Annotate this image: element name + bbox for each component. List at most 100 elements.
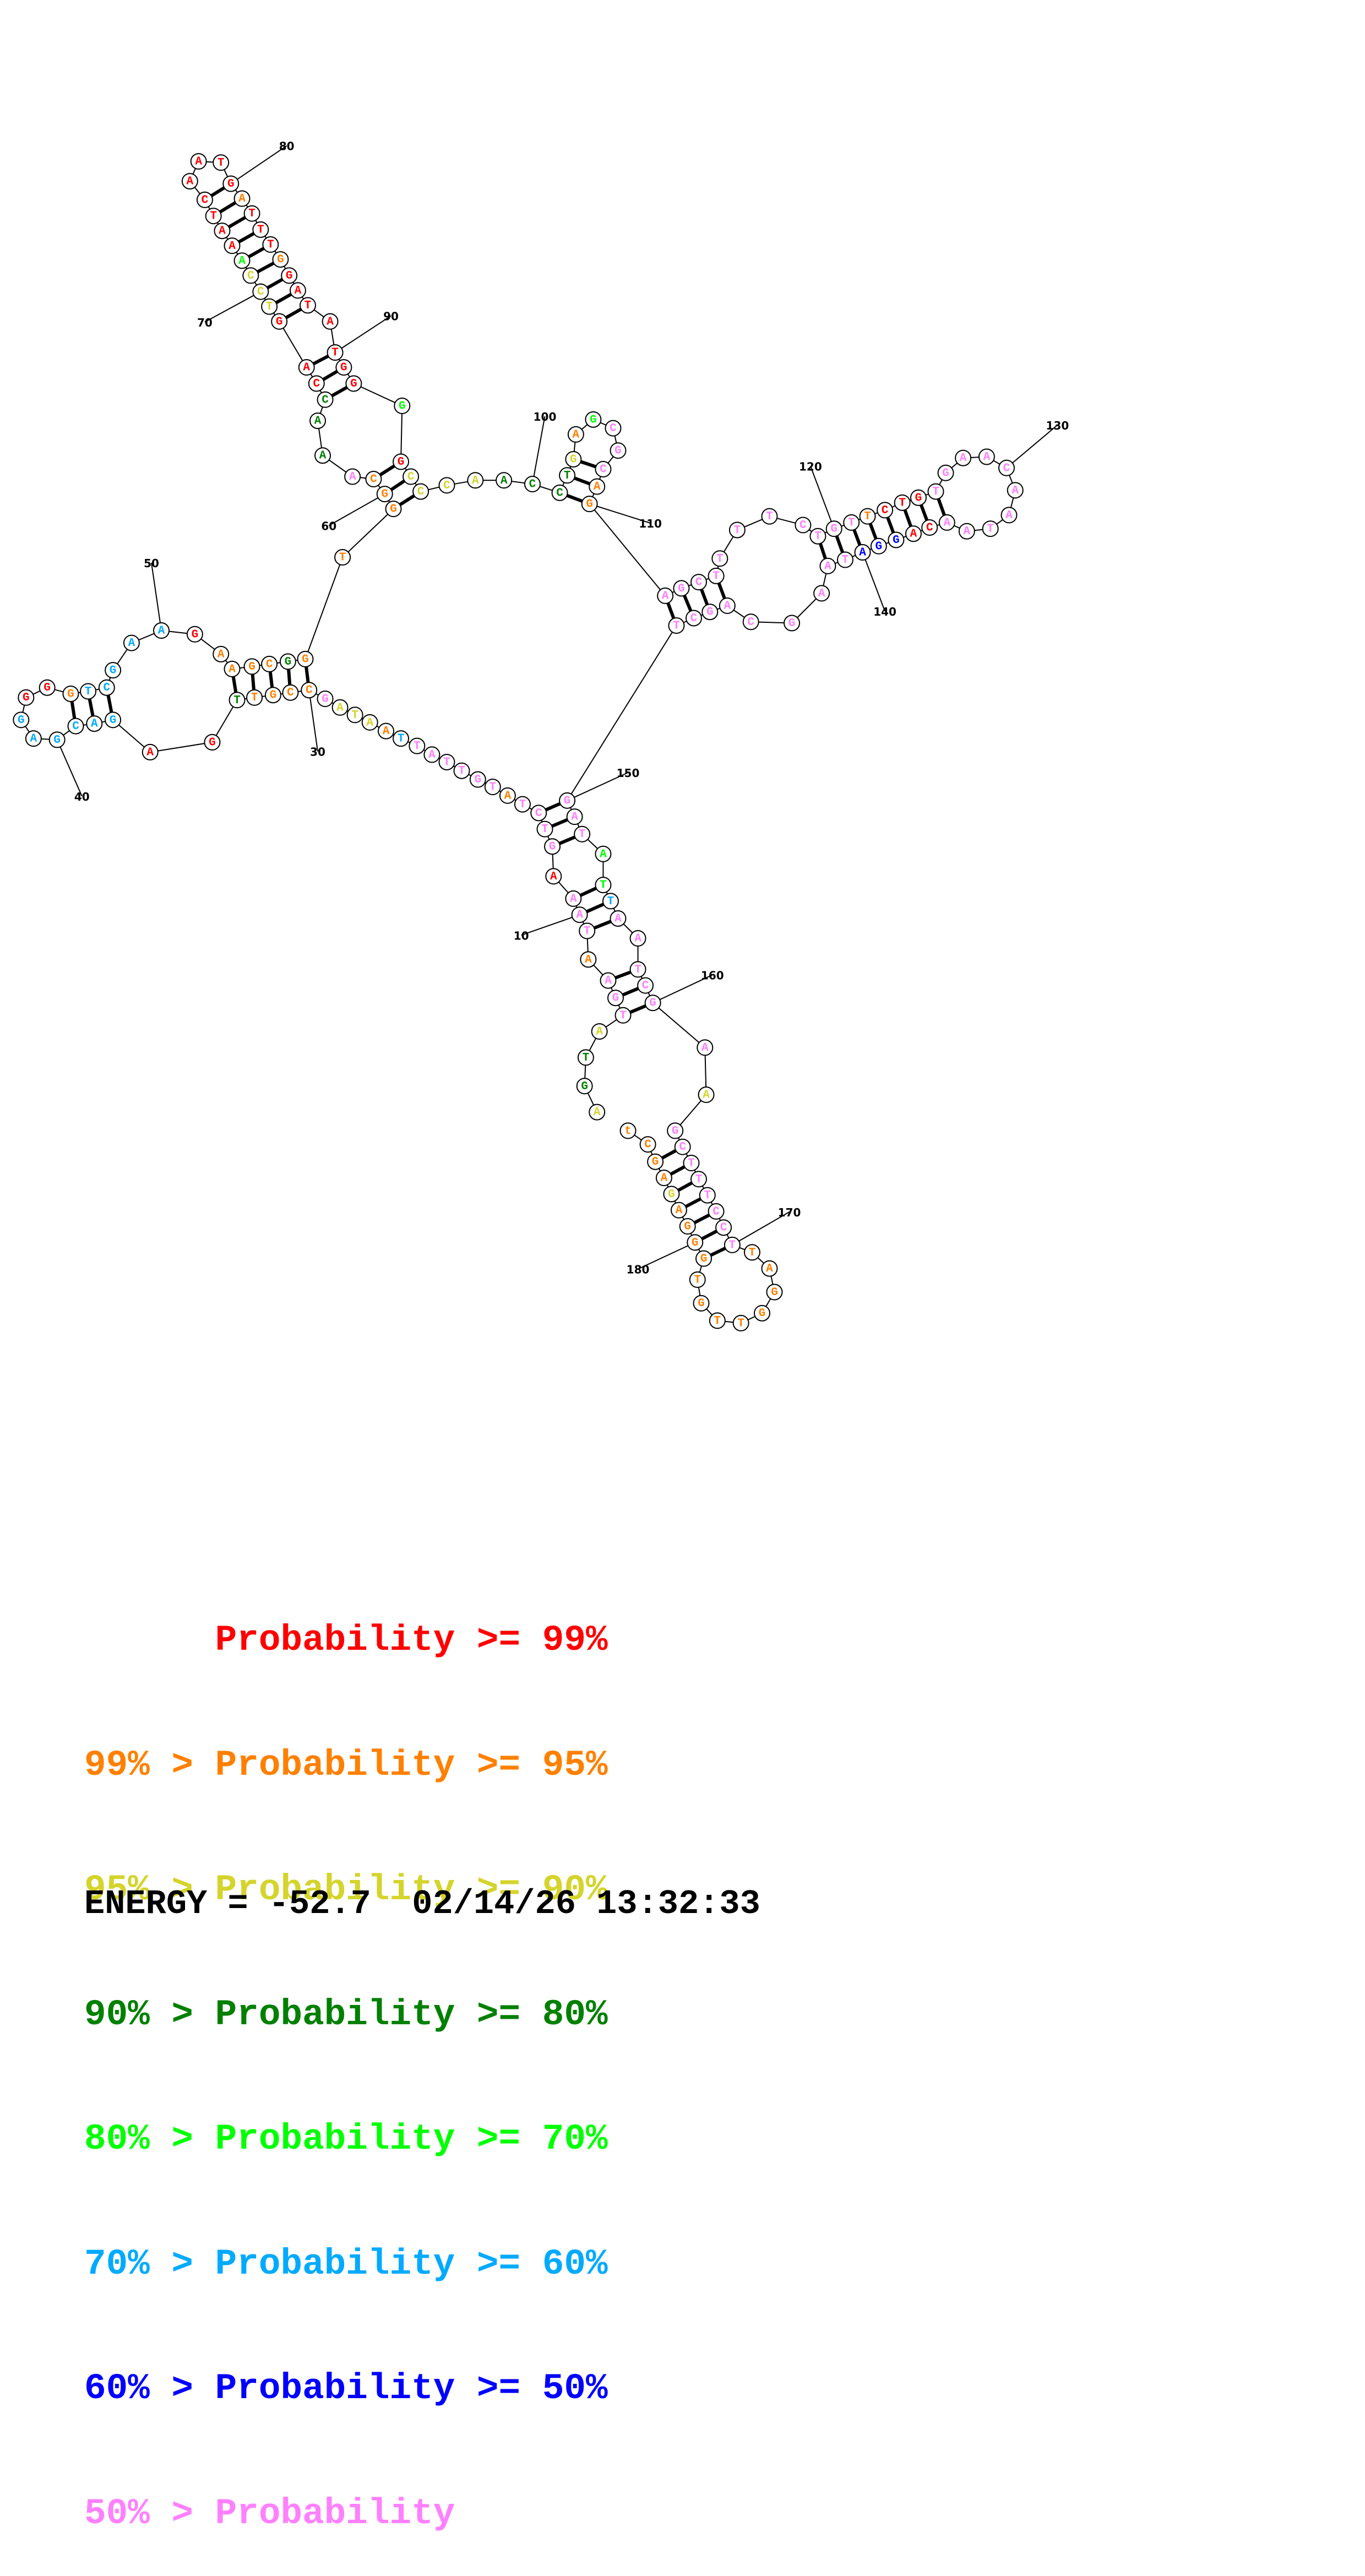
nucleotide-letter: G: [276, 316, 283, 328]
nucleotide-145: C: [742, 613, 759, 631]
nucleotide-circle: [742, 613, 759, 631]
nucleotide-letter: T: [694, 1274, 701, 1286]
position-label-leader: [328, 493, 385, 526]
nucleotide-58: T: [334, 549, 351, 566]
nucleotide-151: A: [566, 808, 583, 825]
nucleotide-letter: T: [695, 1173, 703, 1186]
nucleotide-letter: G: [700, 1253, 708, 1265]
nucleotide-circle: [938, 514, 955, 531]
nucleotide-65: C: [317, 391, 334, 408]
nucleotide-circle: [595, 461, 612, 478]
nucleotide-letter: T: [737, 1317, 744, 1330]
nucleotide-76: C: [196, 191, 213, 208]
nucleotide-circle: [695, 1250, 713, 1267]
nucleotide-letter: A: [303, 362, 310, 374]
nucleotide-5: T: [614, 1007, 632, 1024]
nucleotide-circle: [438, 753, 455, 770]
nucleotide-143: A: [813, 585, 830, 602]
nucleotide-14: T: [536, 820, 553, 838]
nucleotide-20: T: [453, 762, 470, 779]
nucleotide-42: G: [13, 711, 30, 729]
nucleotide-letter: T: [267, 239, 274, 252]
nucleotide-circle: [567, 426, 584, 443]
nucleotide-circle: [327, 344, 344, 361]
nucleotide-letter: T: [688, 1157, 695, 1170]
nucleotide-letter: A: [550, 871, 557, 883]
nucleotide-176: T: [709, 1312, 726, 1329]
backbone-segment: [589, 503, 666, 596]
nucleotide-16: T: [514, 796, 531, 813]
nucleotide-circle: [365, 471, 382, 488]
backbone-segment: [353, 383, 403, 406]
nucleotide-122: T: [859, 508, 876, 525]
nucleotide-circle: [1000, 507, 1018, 524]
nucleotide-185: G: [647, 1153, 664, 1170]
nucleotide-circle: [544, 838, 561, 855]
nucleotide-27: T: [346, 707, 363, 724]
nucleotide-135: A: [938, 514, 955, 531]
nucleotide-letter: G: [830, 523, 838, 536]
nucleotide-letter: T: [899, 497, 906, 509]
nucleotide-letter: T: [766, 510, 773, 523]
nucleotide-letter: A: [703, 1089, 710, 1102]
position-label-leader: [589, 503, 651, 524]
nucleotide-circle: [214, 222, 231, 240]
nucleotide-circle: [978, 448, 995, 465]
nucleotide-letter: G: [285, 656, 292, 669]
nucleotide-147: G: [701, 604, 719, 621]
nucleotide-letter: A: [676, 1204, 683, 1217]
nucleotide-circle: [905, 525, 922, 542]
nucleotide-21: T: [438, 753, 455, 770]
position-label: 40: [74, 790, 90, 803]
nucleotide-81: A: [233, 190, 251, 207]
nucleotide-letter: A: [336, 702, 344, 714]
nucleotide-153: A: [595, 845, 612, 862]
nucleotide-letter: A: [571, 811, 578, 824]
nucleotide-134: A: [958, 523, 975, 540]
nucleotide-circle: [308, 375, 325, 392]
nucleotide-169: C: [715, 1219, 732, 1236]
nucleotide-letter: A: [724, 600, 731, 612]
nucleotide-circle: [530, 805, 547, 822]
nucleotide-circle: [243, 205, 260, 222]
nucleotide-circle: [699, 1187, 716, 1204]
legend-line-below-50: 50% > Probability: [84, 2492, 455, 2534]
nucleotide-letter: T: [600, 879, 607, 892]
nucleotide-125: G: [910, 489, 927, 506]
nucleotide-181: G: [679, 1218, 696, 1235]
nucleotide-letter: T: [749, 1247, 756, 1259]
nucleotide-letter: C: [247, 270, 254, 282]
nucleotide-circle: [105, 711, 122, 729]
nucleotide-circle: [766, 1284, 783, 1301]
nucleotide-116: T: [728, 521, 746, 539]
nucleotide-circle: [595, 845, 612, 862]
nucleotide-101: C: [551, 484, 568, 501]
nucleotide-10: A: [571, 906, 588, 923]
position-label: 80: [279, 140, 295, 153]
nucleotide-29: G: [317, 691, 334, 708]
nucleotide-circle: [346, 707, 363, 724]
nucleotide-136: C: [921, 519, 938, 536]
nucleotide-circle: [297, 650, 314, 667]
nucleotide-11: A: [565, 890, 582, 907]
nucleotide-letter: G: [564, 795, 571, 807]
nucleotide-letter: T: [584, 925, 591, 938]
nucleotide-letter: T: [351, 709, 358, 722]
nucleotide-circle: [403, 468, 420, 485]
nucleotide-letter: A: [960, 452, 967, 465]
nucleotide-53: A: [224, 660, 241, 677]
nucleotide-161: A: [697, 1039, 714, 1056]
nucleotide-letter: G: [649, 997, 656, 1010]
nucleotide-letter: A: [472, 475, 479, 487]
nucleotide-28: A: [331, 699, 349, 716]
nucleotide-69: T: [261, 298, 278, 315]
nucleotide-36: A: [142, 743, 159, 760]
nucleotide-letter: T: [848, 517, 855, 529]
nucleotide-letter: T: [414, 740, 421, 753]
nucleotide-letter: A: [219, 225, 226, 238]
nucleotide-letter: C: [610, 422, 617, 435]
nucleotide-117: T: [761, 508, 778, 525]
backbone-segment: [279, 321, 307, 368]
nucleotide-circle: [289, 282, 306, 299]
nucleotide-letter: C: [306, 684, 313, 697]
